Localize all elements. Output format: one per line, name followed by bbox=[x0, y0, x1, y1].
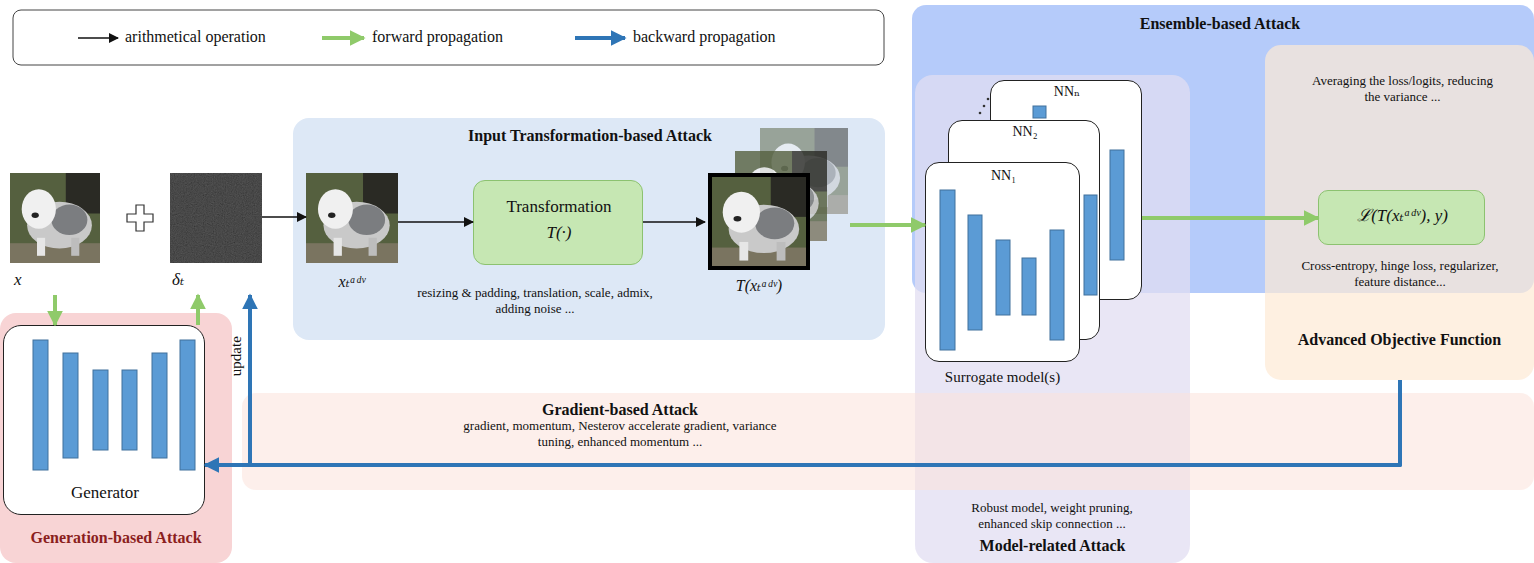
dog-image bbox=[10, 173, 100, 263]
ellipsis-dots bbox=[979, 98, 990, 115]
noise-texture bbox=[170, 173, 262, 263]
dog-image bbox=[760, 128, 848, 214]
text-slot: Surrogate model(s) bbox=[925, 368, 1080, 386]
arrow-connector bbox=[398, 221, 473, 223]
label-text: forward propagation bbox=[372, 27, 612, 47]
label-text: δₜ bbox=[172, 270, 198, 291]
label-text: Generator bbox=[4, 483, 206, 504]
image-node: x bbox=[10, 173, 100, 295]
text-slot: NN₁ bbox=[926, 167, 1081, 184]
text-slot: update bbox=[227, 336, 245, 376]
label-text: xₜᵃᵈᵛ bbox=[306, 272, 398, 292]
process-box: TransformationT(·) bbox=[473, 180, 643, 265]
text-slot: ℒ(T(xₜᵃᵈᵛ), y) bbox=[1319, 206, 1486, 227]
arrow-connector bbox=[643, 221, 705, 223]
label-text: Gradient-based Attack bbox=[420, 400, 820, 420]
label-text: Input Transformation-based Attack bbox=[380, 126, 800, 146]
label-text: Model-related Attack bbox=[925, 536, 1180, 556]
text-slot: Input Transformation-based Attack bbox=[380, 126, 800, 146]
label-text: NN₂ bbox=[949, 123, 1101, 140]
label-text: Surrogate model(s) bbox=[925, 368, 1080, 386]
attack-panel: Generation-based Attack Generator bbox=[0, 313, 232, 563]
text-slot: gradient, momentum, Nesterov accelerate … bbox=[460, 418, 780, 450]
text-slot: Ensemble-based Attack bbox=[1000, 14, 1440, 34]
text-slot: Cross-entropy, hinge loss, regularizer, … bbox=[1300, 258, 1500, 290]
text-slot: NNₙ bbox=[991, 83, 1143, 100]
text-slot: Advanced Objective Function bbox=[1270, 330, 1529, 350]
text-slot: backward propagation bbox=[633, 27, 873, 47]
label-text: arithmetical operation bbox=[125, 27, 365, 47]
label-text: Robust model, weight pruning, enhanced s… bbox=[952, 500, 1152, 532]
layer-bars bbox=[33, 340, 195, 470]
label-text: NN₁ bbox=[926, 167, 1081, 184]
arrow-connector bbox=[1142, 216, 1318, 220]
legend-arrow bbox=[322, 36, 364, 40]
label-text: backward propagation bbox=[633, 27, 873, 47]
label-text: Transformation bbox=[474, 197, 644, 218]
arrow-connector bbox=[196, 295, 200, 325]
label-text: T(·) bbox=[474, 223, 644, 244]
label-text: T(xₜᵃᵈᵛ) bbox=[704, 276, 814, 296]
label-text: ℒ(T(xₜᵃᵈᵛ), y) bbox=[1319, 206, 1486, 227]
label-text: update bbox=[227, 336, 245, 376]
network-box: NN₁ bbox=[925, 162, 1080, 362]
label-text: Cross-entropy, hinge loss, regularizer, … bbox=[1300, 258, 1500, 290]
arrow-connector bbox=[250, 295, 1400, 465]
text-slot: x bbox=[14, 270, 44, 291]
arrow-connector bbox=[262, 216, 306, 218]
label-text: resizing & padding, translation, scale, … bbox=[415, 285, 655, 317]
text-slot: Generator bbox=[4, 483, 206, 504]
dog-image bbox=[710, 175, 808, 268]
text-slot: Averaging the loss/logits, reducing the … bbox=[1305, 73, 1500, 105]
generator-box: Generator bbox=[3, 325, 205, 515]
dog-image bbox=[306, 173, 398, 263]
label-text: Ensemble-based Attack bbox=[1000, 14, 1440, 34]
text-slot: arithmetical operation bbox=[125, 27, 365, 47]
image-node: xₜᵃᵈᵛ bbox=[306, 173, 398, 295]
dog-image bbox=[735, 151, 827, 241]
label-text: Averaging the loss/logits, reducing the … bbox=[1305, 73, 1500, 105]
arrow-connector bbox=[205, 380, 1400, 465]
image-node: δₜ bbox=[170, 173, 262, 295]
noise-image bbox=[170, 173, 262, 263]
label-text: x bbox=[14, 270, 44, 291]
text-slot: xₜᵃᵈᵛ bbox=[306, 272, 398, 292]
attack-band: Gradient-based Attackgradient, momentum,… bbox=[242, 393, 1534, 490]
layer-bars bbox=[940, 106, 1124, 350]
arrow-connector bbox=[850, 223, 925, 227]
label-text: gradient, momentum, Nesterov accelerate … bbox=[460, 418, 780, 450]
label-text: Generation-based Attack bbox=[5, 528, 227, 548]
text-slot: Model-related Attack bbox=[925, 536, 1180, 556]
text-slot: forward propagation bbox=[372, 27, 612, 47]
arrow-connector bbox=[53, 295, 57, 325]
text-slot: Generation-based Attack bbox=[5, 528, 227, 548]
attack-panel: Input Transformation-based Attack resizin… bbox=[293, 118, 885, 340]
image-border bbox=[710, 175, 808, 268]
label-text: Advanced Objective Function bbox=[1270, 330, 1529, 350]
text-slot: Robust model, weight pruning, enhanced s… bbox=[952, 500, 1152, 532]
image-node: T(xₜᵃᵈᵛ) bbox=[705, 125, 850, 300]
text-slot: T(·) bbox=[474, 223, 644, 244]
plus-symbol bbox=[127, 205, 153, 231]
text-slot: Transformation bbox=[474, 197, 644, 218]
text-slot: resizing & padding, translation, scale, … bbox=[415, 285, 655, 317]
legend-arrow bbox=[78, 37, 118, 39]
text-slot: Gradient-based Attack bbox=[420, 400, 820, 420]
text-slot: δₜ bbox=[172, 270, 198, 291]
label-text: NNₙ bbox=[991, 83, 1143, 100]
text-slot: NN₂ bbox=[949, 123, 1101, 140]
legend-arrow bbox=[575, 36, 625, 40]
legend-frame bbox=[13, 10, 884, 65]
loss-box: ℒ(T(xₜᵃᵈᵛ), y) bbox=[1318, 190, 1485, 245]
text-slot: T(xₜᵃᵈᵛ) bbox=[704, 276, 814, 296]
